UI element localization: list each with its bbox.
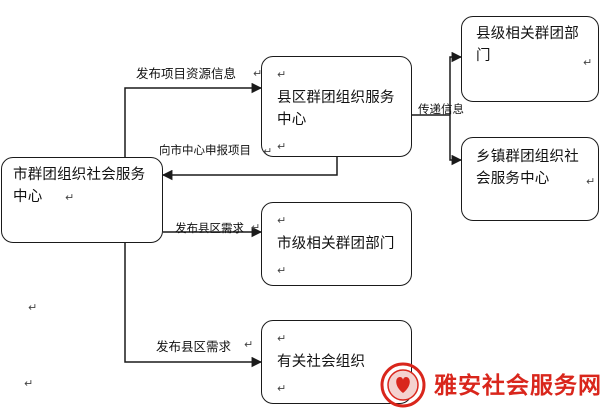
county-service-center-label: 县区群团组织服务中心 xyxy=(277,90,395,128)
social-orgs-label: 有关社会组织 xyxy=(277,354,366,370)
paragraph-mark: ↵ xyxy=(24,377,34,390)
county-depts-label: 县级相关群团部门 xyxy=(476,26,579,64)
social-orgs-box: ↵ 有关社会组织 ↵ xyxy=(261,320,412,404)
label-report-project: 向市中心申报项目 xyxy=(159,143,251,157)
paragraph-mark: ↵ xyxy=(277,68,287,81)
city-service-center-label: 市群团组织社会服务中心 xyxy=(13,167,146,205)
paragraph-mark: ↵ xyxy=(263,145,273,158)
label-publish-demand-1: 发布县区需求 xyxy=(175,221,244,235)
label-publish-demand-2: 发布县区需求 xyxy=(156,339,232,354)
paragraph-mark: ↵ xyxy=(65,191,75,204)
town-service-center-label: 乡镇群团组织社会服务中心 xyxy=(476,149,579,187)
paragraph-mark: ↵ xyxy=(277,332,287,345)
paragraph-mark: ↵ xyxy=(277,264,287,277)
arrow-transmit-up xyxy=(449,51,463,115)
paragraph-mark: ↵ xyxy=(586,175,596,188)
city-service-center-box: 市群团组织社会服务中心 xyxy=(1,157,163,243)
watermark-text: 雅安社会服务网 xyxy=(434,373,602,399)
paragraph-mark: ↵ xyxy=(251,221,261,234)
town-service-center-box: 乡镇群团组织社会服务中心 xyxy=(461,137,599,221)
seal-logo-icon xyxy=(380,362,426,408)
paragraph-mark: ↵ xyxy=(583,56,593,69)
city-depts-label: 市级相关群团部门 xyxy=(277,236,395,252)
paragraph-mark: ↵ xyxy=(244,338,254,351)
paragraph-mark: ↵ xyxy=(277,382,287,395)
county-service-center-box: ↵ 县区群团组织服务中心 ↵ xyxy=(261,56,412,157)
paragraph-mark: ↵ xyxy=(28,301,38,314)
arrow-publish-project xyxy=(124,82,263,157)
paragraph-mark: ↵ xyxy=(277,140,287,153)
label-transmit: 传递信息 xyxy=(418,102,464,116)
arrow-demand-social-orgs xyxy=(124,243,263,368)
city-depts-box: ↵ 市级相关群团部门 ↵ xyxy=(261,202,412,286)
watermark: 雅安社会服务网 xyxy=(380,360,604,417)
arrow-report-project xyxy=(161,157,338,181)
paragraph-mark: ↵ xyxy=(277,214,287,227)
county-depts-box: 县级相关群团部门 xyxy=(461,16,599,102)
label-publish-project: 发布项目资源信息 xyxy=(136,66,237,81)
arrow-transmit-down xyxy=(449,115,463,166)
paragraph-mark: ↵ xyxy=(253,67,263,80)
